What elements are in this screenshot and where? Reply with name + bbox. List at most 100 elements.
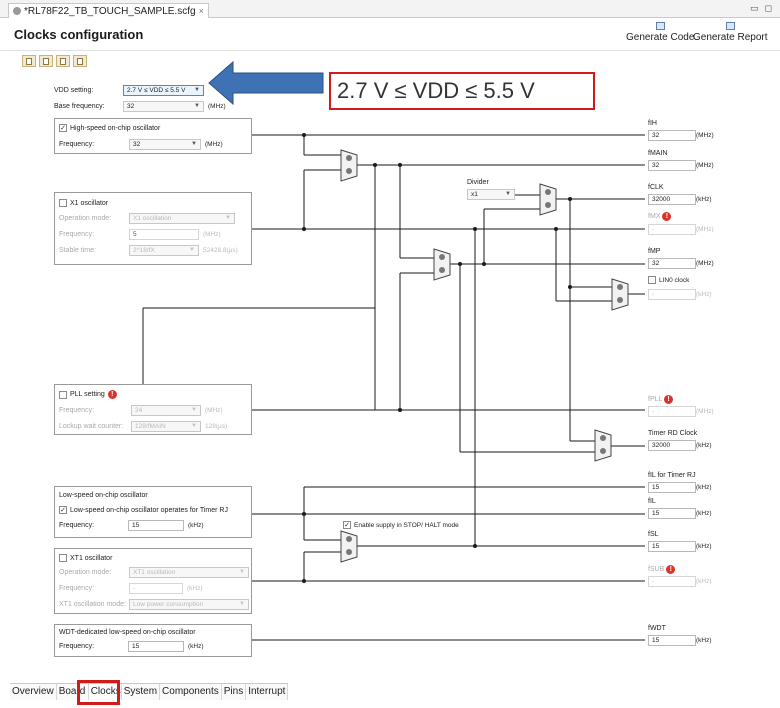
fsl-label: fSL (648, 531, 659, 538)
stop-halt-checkbox[interactable]: ✓ Enable supply in STOP/ HALT mode (343, 521, 459, 529)
x1-frequency-input[interactable]: 5 (129, 229, 199, 240)
maximize-icon[interactable]: ◻ (764, 3, 772, 13)
divider-select[interactable]: x1 ▼ (467, 189, 515, 200)
fwdt-label: fWDT (648, 625, 666, 632)
pll-panel: PLL setting ! Frequency: 24▼ (MHz) Locku… (54, 384, 252, 435)
fmain-label: fMAIN (648, 150, 668, 157)
file-tab[interactable]: *RL78F22_TB_TOUCH_SAMPLE.scfg × (8, 3, 209, 18)
fil-label: fIL (648, 498, 656, 505)
xt1-oscillation-mode-value: Low power consumption (133, 601, 204, 608)
base-frequency-select[interactable]: 32▼ (123, 101, 204, 112)
annotation-arrow (208, 60, 324, 106)
pll-frequency-select[interactable]: 24▼ (131, 405, 201, 416)
chevron-down-icon: ▼ (239, 569, 245, 575)
chevron-down-icon: ▼ (191, 407, 197, 413)
xt1-frequency-input[interactable]: - (129, 583, 183, 594)
timer-rd-clock-output: 32000 (648, 440, 696, 451)
tab-board[interactable]: Board (56, 684, 89, 700)
xt1-oscillator-checkbox[interactable]: XT1 oscillator (59, 554, 112, 562)
chevron-down-icon: ▼ (194, 87, 200, 93)
selector-mux-5[interactable] (594, 429, 612, 462)
config-file-icon (13, 7, 21, 15)
hoco-frequency-label: Frequency: (59, 141, 95, 148)
fwdt-output: 15 (648, 635, 696, 646)
xt1-check-box (59, 554, 67, 562)
xt1-oscillator-panel: XT1 oscillator Operation mode: XT1 oscil… (54, 548, 252, 614)
pll-frequency-label: Frequency: (59, 407, 95, 414)
generate-code-button[interactable]: Generate Code (626, 22, 694, 43)
toolbar-button-2[interactable] (39, 55, 53, 67)
base-frequency-unit: (MHz) (208, 103, 226, 110)
x1-oscillator-checkbox[interactable]: X1 oscillator (59, 199, 108, 207)
loco-frequency-input[interactable]: 15 (128, 520, 184, 531)
hoco-panel: ✓ High-speed on-chip oscillator Frequenc… (54, 118, 252, 154)
generate-report-button[interactable]: Generate Report (693, 22, 768, 43)
clock-toolbar (22, 55, 87, 67)
x1-mode-select[interactable]: X1 oscillation▼ (129, 213, 235, 224)
stop-halt-label: Enable supply in STOP/ HALT mode (354, 521, 459, 529)
tab-components[interactable]: Components (160, 684, 222, 700)
toolbar-button-4[interactable] (73, 55, 87, 67)
vdd-setting-value: 2.7 V ≤ VDD ≤ 5.5 V (127, 87, 186, 94)
fmp-unit: (MHz) (696, 260, 714, 267)
x1-oscillator-title: X1 oscillator (70, 199, 109, 207)
pll-checkbox[interactable]: PLL setting ! (59, 390, 117, 399)
document-icon (26, 57, 32, 65)
divider-value: x1 (471, 191, 478, 198)
wdt-oscillator-title: WDT-dedicated low-speed on-chip oscillat… (59, 629, 196, 636)
hoco-checkbox[interactable]: ✓ High-speed on-chip oscillator (59, 124, 160, 132)
selector-mux-6[interactable] (340, 530, 358, 563)
stop-halt-check-mark: ✓ (343, 521, 351, 529)
chevron-down-icon: ▼ (505, 191, 511, 197)
lin0-clock-checkbox[interactable]: LIN0 clock (648, 276, 689, 284)
x1-stable-time-value: 2^18/fX (133, 247, 155, 254)
toolbar-button-3[interactable] (56, 55, 70, 67)
chevron-down-icon: ▼ (225, 215, 231, 221)
warning-icon: ! (664, 395, 674, 404)
lin0-output: - (648, 289, 696, 300)
fil-timer-rj-unit: (kHz) (696, 484, 712, 491)
tab-clocks[interactable]: Clocks (88, 684, 122, 700)
fpll-unit: (MHz) (696, 408, 714, 415)
tab-overview[interactable]: Overview (10, 684, 57, 700)
fih-label: fIH (648, 120, 657, 127)
loco-timer-rj-checkbox[interactable]: ✓ Low-speed on-chip oscillator operates … (59, 506, 228, 514)
tab-pins[interactable]: Pins (221, 684, 247, 700)
x1-mode-label: Operation mode: (59, 215, 112, 222)
tab-system[interactable]: System (121, 684, 161, 700)
selector-mux-4[interactable] (611, 278, 629, 311)
fil-unit: (kHz) (696, 510, 712, 517)
loco-frequency-label: Frequency: (59, 522, 95, 529)
generate-code-label: Generate Code (626, 32, 695, 43)
warning-icon: ! (107, 390, 117, 399)
xt1-mode-label: Operation mode: (59, 569, 112, 576)
pll-lockup-unit: 128(μs) (205, 423, 228, 430)
vdd-setting-select[interactable]: 2.7 V ≤ VDD ≤ 5.5 V ▼ (123, 85, 204, 96)
xt1-oscillation-mode-select[interactable]: Low power consumption▼ (129, 599, 249, 610)
selector-mux-3[interactable] (539, 183, 557, 216)
hoco-check-mark: ✓ (59, 124, 67, 132)
generate-report-icon (725, 22, 735, 30)
selector-mux-2[interactable] (433, 248, 451, 281)
pll-lockup-select[interactable]: 128/fMAIN▼ (131, 421, 201, 432)
tab-interrupt[interactable]: Interrupt (246, 684, 289, 700)
xt1-mode-select[interactable]: XT1 oscillation ▼ (129, 567, 249, 578)
xt1-mode-value: XT1 oscillation (133, 569, 176, 576)
minimize-icon[interactable]: ▭ (750, 3, 759, 13)
document-icon (43, 57, 49, 65)
selector-mux-1[interactable] (340, 149, 358, 182)
pll-lockup-label: Lockup wait counter: (59, 423, 124, 430)
close-icon[interactable]: × (198, 6, 204, 16)
fsl-unit: (kHz) (696, 543, 712, 550)
editor-tab-bar: *RL78F22_TB_TOUCH_SAMPLE.scfg × ▭ ◻ (0, 0, 780, 18)
hoco-frequency-select[interactable]: 32▼ (129, 139, 201, 150)
x1-stable-time-select[interactable]: 2^18/fX ▼ (129, 245, 199, 256)
toolbar-button-1[interactable] (22, 55, 36, 67)
x1-frequency-label: Frequency: (59, 231, 95, 238)
xt1-frequency-label: Frequency: (59, 585, 95, 592)
xt1-frequency-unit: (kHz) (187, 585, 203, 592)
loco-timer-rj-label: Low-speed on-chip oscillator operates fo… (70, 506, 228, 514)
lin0-unit: (kHz) (696, 291, 712, 298)
wdt-frequency-input[interactable]: 15 (128, 641, 184, 652)
chevron-down-icon: ▼ (189, 247, 195, 253)
